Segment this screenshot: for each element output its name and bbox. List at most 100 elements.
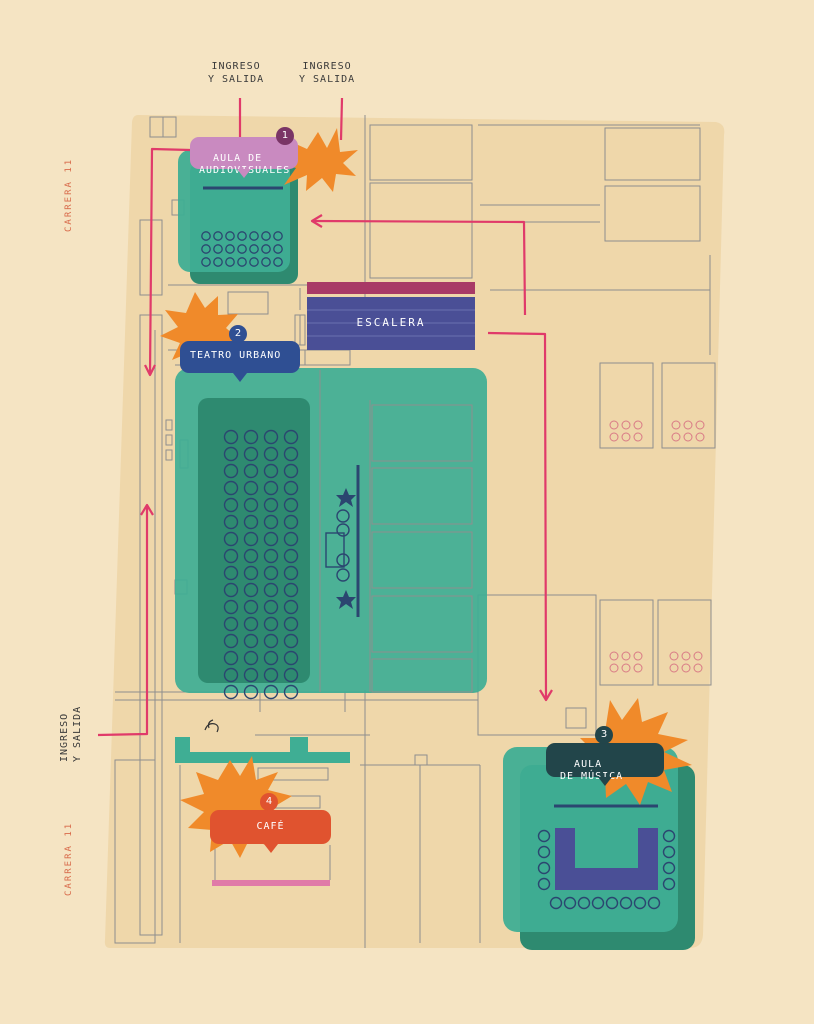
seat bbox=[662, 861, 676, 875]
seat bbox=[263, 531, 279, 547]
seat bbox=[537, 845, 551, 859]
seat bbox=[662, 877, 676, 891]
seat bbox=[283, 684, 299, 700]
seat bbox=[577, 896, 591, 910]
seat bbox=[223, 446, 239, 462]
seat bbox=[223, 429, 239, 445]
seat bbox=[273, 257, 283, 267]
callout-music[interactable]: AULA DE MÚSICA bbox=[546, 743, 664, 786]
seat bbox=[223, 565, 239, 581]
seat bbox=[263, 480, 279, 496]
street-label-bottom: CARRERA 11 bbox=[64, 821, 74, 896]
seat bbox=[263, 582, 279, 598]
seat bbox=[243, 463, 259, 479]
seat bbox=[619, 896, 633, 910]
seat bbox=[243, 446, 259, 462]
seat bbox=[283, 565, 299, 581]
seat bbox=[283, 480, 299, 496]
seat bbox=[225, 257, 235, 267]
seat bbox=[225, 244, 235, 254]
seat bbox=[605, 896, 619, 910]
callout-audiovisual[interactable]: AULA DE AUDIOVISUALES bbox=[190, 137, 298, 178]
seat bbox=[243, 480, 259, 496]
seat bbox=[243, 616, 259, 632]
seat bbox=[591, 896, 605, 910]
seat bbox=[237, 231, 247, 241]
seat bbox=[283, 582, 299, 598]
seat bbox=[537, 861, 551, 875]
seat bbox=[263, 497, 279, 513]
seat bbox=[283, 514, 299, 530]
seat bbox=[537, 829, 551, 843]
seat bbox=[223, 463, 239, 479]
seat bbox=[263, 684, 279, 700]
seat bbox=[243, 531, 259, 547]
seat bbox=[261, 244, 271, 254]
entrance-label-2: INGRESO Y SALIDA bbox=[299, 61, 356, 85]
seat bbox=[223, 548, 239, 564]
seat bbox=[263, 616, 279, 632]
seat bbox=[647, 896, 661, 910]
seat bbox=[263, 565, 279, 581]
callout-theatre[interactable]: TEATRO URBANO bbox=[180, 341, 300, 382]
seat bbox=[283, 446, 299, 462]
seat bbox=[243, 599, 259, 615]
callout-audiovisual-label: AULA DE AUDIOVISUALES bbox=[199, 153, 291, 176]
seat bbox=[283, 616, 299, 632]
seat bbox=[223, 684, 239, 700]
badge-3: 3 bbox=[595, 726, 613, 744]
seat bbox=[243, 497, 259, 513]
seat bbox=[283, 429, 299, 445]
entrance-label-3: INGRESO Y SALIDA bbox=[59, 705, 83, 762]
seat bbox=[201, 257, 211, 267]
callout-cafe[interactable]: CAFÉ bbox=[210, 810, 331, 853]
street-label-top: CARRERA 11 bbox=[64, 157, 74, 232]
seat bbox=[223, 599, 239, 615]
seat bbox=[283, 463, 299, 479]
seat bbox=[201, 244, 211, 254]
seat bbox=[223, 633, 239, 649]
seat bbox=[662, 845, 676, 859]
seat bbox=[273, 231, 283, 241]
badge-1: 1 bbox=[276, 127, 294, 145]
seat bbox=[223, 616, 239, 632]
seat bbox=[283, 667, 299, 683]
seat bbox=[223, 480, 239, 496]
seat bbox=[633, 896, 647, 910]
seat bbox=[662, 829, 676, 843]
seat bbox=[263, 633, 279, 649]
seat bbox=[223, 667, 239, 683]
seat bbox=[223, 650, 239, 666]
callout-music-label: AULA DE MÚSICA bbox=[560, 759, 624, 782]
seat bbox=[243, 667, 259, 683]
callout-theatre-label: TEATRO URBANO bbox=[190, 350, 282, 361]
seat bbox=[283, 633, 299, 649]
seat bbox=[283, 548, 299, 564]
seat bbox=[243, 684, 259, 700]
room-audiovisual bbox=[178, 150, 298, 284]
seat bbox=[549, 896, 563, 910]
badge-4: 4 bbox=[260, 793, 278, 811]
seat bbox=[263, 667, 279, 683]
seat bbox=[213, 231, 223, 241]
seat bbox=[283, 599, 299, 615]
seat bbox=[263, 463, 279, 479]
seat bbox=[237, 244, 247, 254]
seat bbox=[243, 650, 259, 666]
badge-2: 2 bbox=[229, 325, 247, 343]
seat bbox=[201, 231, 211, 241]
seat bbox=[563, 896, 577, 910]
seat bbox=[243, 565, 259, 581]
room-theatre bbox=[175, 368, 487, 700]
seat bbox=[283, 531, 299, 547]
seat bbox=[213, 257, 223, 267]
seat bbox=[243, 429, 259, 445]
callout-cafe-label: CAFÉ bbox=[256, 821, 285, 832]
seat bbox=[223, 514, 239, 530]
seat bbox=[243, 633, 259, 649]
seat bbox=[249, 231, 259, 241]
seat bbox=[213, 244, 223, 254]
seat bbox=[283, 497, 299, 513]
seat bbox=[223, 582, 239, 598]
